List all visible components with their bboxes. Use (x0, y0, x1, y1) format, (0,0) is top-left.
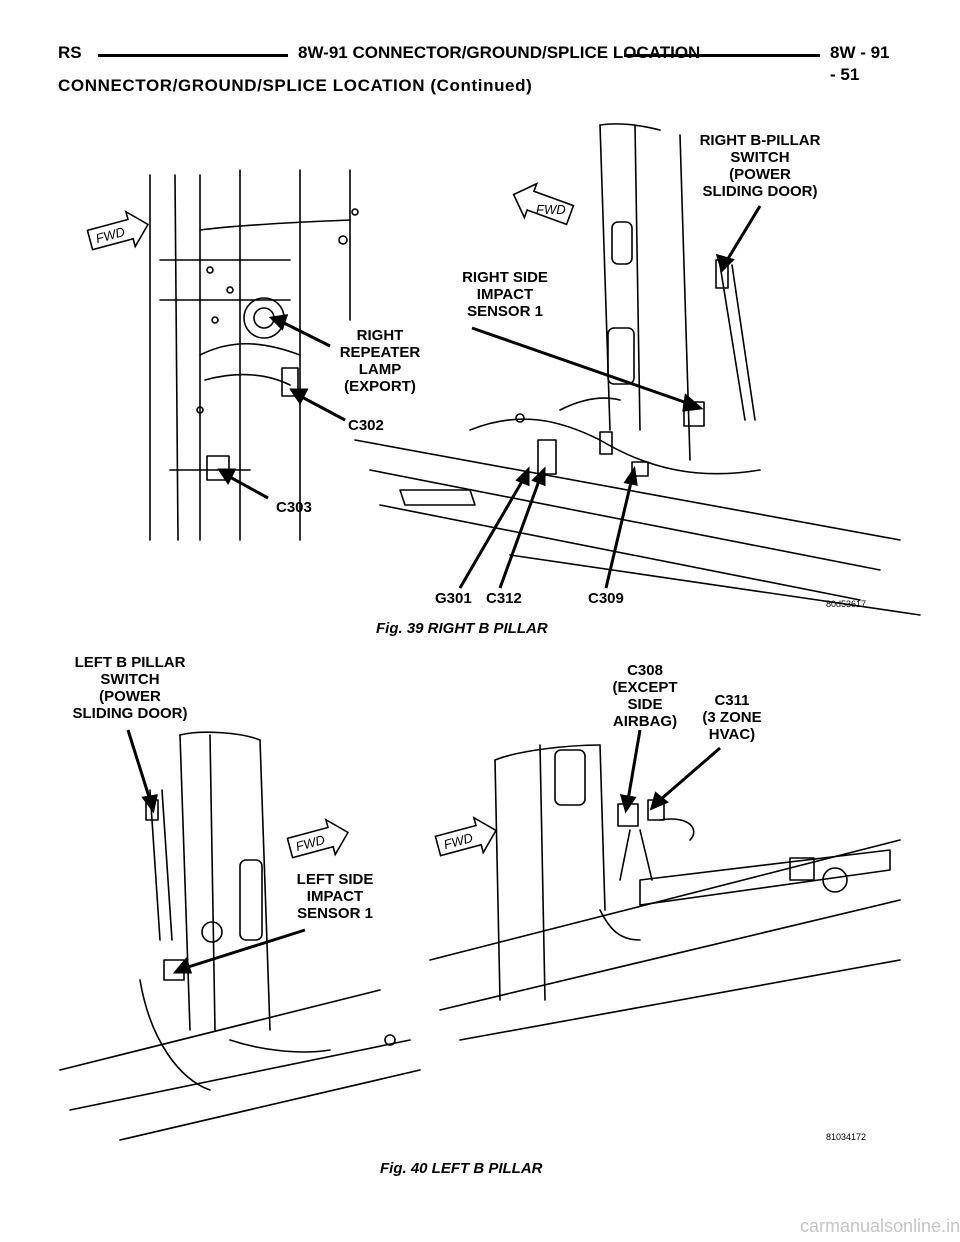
svg-text:LEFT SIDE: LEFT SIDE (297, 871, 374, 888)
svg-text:SWITCH: SWITCH (100, 671, 159, 688)
figure-40-caption: Fig. 40 LEFT B PILLAR (380, 1160, 543, 1177)
header-center: 8W-91 CONNECTOR/GROUND/SPLICE LOCATION (298, 43, 701, 62)
label-right-side-impact-sensor: RIGHT SIDE IMPACT SENSOR 1 (462, 269, 548, 320)
svg-text:SENSOR 1: SENSOR 1 (297, 905, 373, 922)
page-header: RS 8W-91 CONNECTOR/GROUND/SPLICE LOCATIO… (58, 42, 892, 84)
svg-text:FWD: FWD (442, 830, 474, 852)
figure-39-caption: Fig. 39 RIGHT B PILLAR (376, 620, 548, 637)
fwd-label-2: FWD (536, 202, 566, 217)
header-rule-left (98, 54, 288, 57)
svg-text:(POWER: (POWER (99, 688, 161, 705)
fwd-arrow-left: FWD (86, 210, 150, 251)
svg-text:(POWER: (POWER (729, 166, 791, 183)
label-c309: C309 (588, 590, 624, 607)
svg-text:SLIDING DOOR): SLIDING DOOR) (703, 183, 818, 200)
svg-text:IMPACT: IMPACT (307, 888, 363, 905)
svg-text:(3 ZONE: (3 ZONE (702, 709, 761, 726)
fwd-arrow-right (512, 182, 575, 226)
svg-text:RIGHT: RIGHT (357, 327, 404, 344)
fwd-arrow-right: FWD (434, 816, 498, 857)
svg-text:REPEATER: REPEATER (340, 344, 421, 361)
label-c311: C311 (3 ZONE HVAC) (702, 692, 761, 743)
svg-text:RIGHT SIDE: RIGHT SIDE (462, 269, 548, 286)
header-left: RS (58, 43, 82, 62)
header-rule-right (624, 54, 820, 57)
svg-text:C311: C311 (714, 692, 749, 709)
svg-text:RIGHT B-PILLAR: RIGHT B-PILLAR (700, 132, 821, 149)
figure-39-illustration: FWD FWD RIGHT B-PILLAR SWITCH (POWER SLI… (86, 123, 921, 616)
label-g301: G301 (435, 590, 472, 607)
svg-text:SIDE: SIDE (627, 696, 662, 713)
label-left-b-pillar-switch: LEFT B PILLAR SWITCH (POWER SLIDING DOOR… (73, 654, 188, 722)
svg-text:HVAC): HVAC) (709, 726, 755, 743)
svg-text:SWITCH: SWITCH (730, 149, 789, 166)
label-c308: C308 (EXCEPT SIDE AIRBAG) (612, 662, 677, 730)
label-left-side-impact-sensor: LEFT SIDE IMPACT SENSOR 1 (297, 871, 374, 922)
svg-text:AIRBAG): AIRBAG) (613, 713, 677, 730)
fwd-label: FWD (94, 224, 126, 246)
label-c312: C312 (486, 590, 522, 607)
watermark: carmanualsonline.info (800, 1216, 960, 1236)
svg-text:IMPACT: IMPACT (477, 286, 533, 303)
svg-text:LAMP: LAMP (359, 361, 402, 378)
svg-text:LEFT B PILLAR: LEFT B PILLAR (75, 654, 186, 671)
svg-text:(EXPORT): (EXPORT) (344, 378, 416, 395)
figure-40-illustration: FWD FWD LEFT B PILLAR SWITCH (POWER SLID… (59, 654, 901, 1142)
label-right-repeater-lamp: RIGHT REPEATER LAMP (EXPORT) (340, 327, 421, 395)
fwd-arrow-left: FWD (286, 818, 350, 859)
svg-text:C308: C308 (627, 662, 663, 679)
figure-40-code: 81034172 (826, 1132, 866, 1142)
svg-text:(EXCEPT: (EXCEPT (612, 679, 677, 696)
label-c302: C302 (348, 417, 384, 434)
svg-text:SLIDING DOOR): SLIDING DOOR) (73, 705, 188, 722)
header-right: 8W - 91 - 51 (830, 43, 890, 84)
section-subtitle: CONNECTOR/GROUND/SPLICE LOCATION (Contin… (58, 76, 533, 95)
figure-39-code: 80d53617 (826, 599, 866, 609)
svg-text:FWD: FWD (294, 832, 326, 854)
label-right-b-pillar-switch: RIGHT B-PILLAR SWITCH (POWER SLIDING DOO… (700, 132, 821, 200)
label-c303: C303 (276, 499, 312, 516)
svg-text:SENSOR 1: SENSOR 1 (467, 303, 543, 320)
